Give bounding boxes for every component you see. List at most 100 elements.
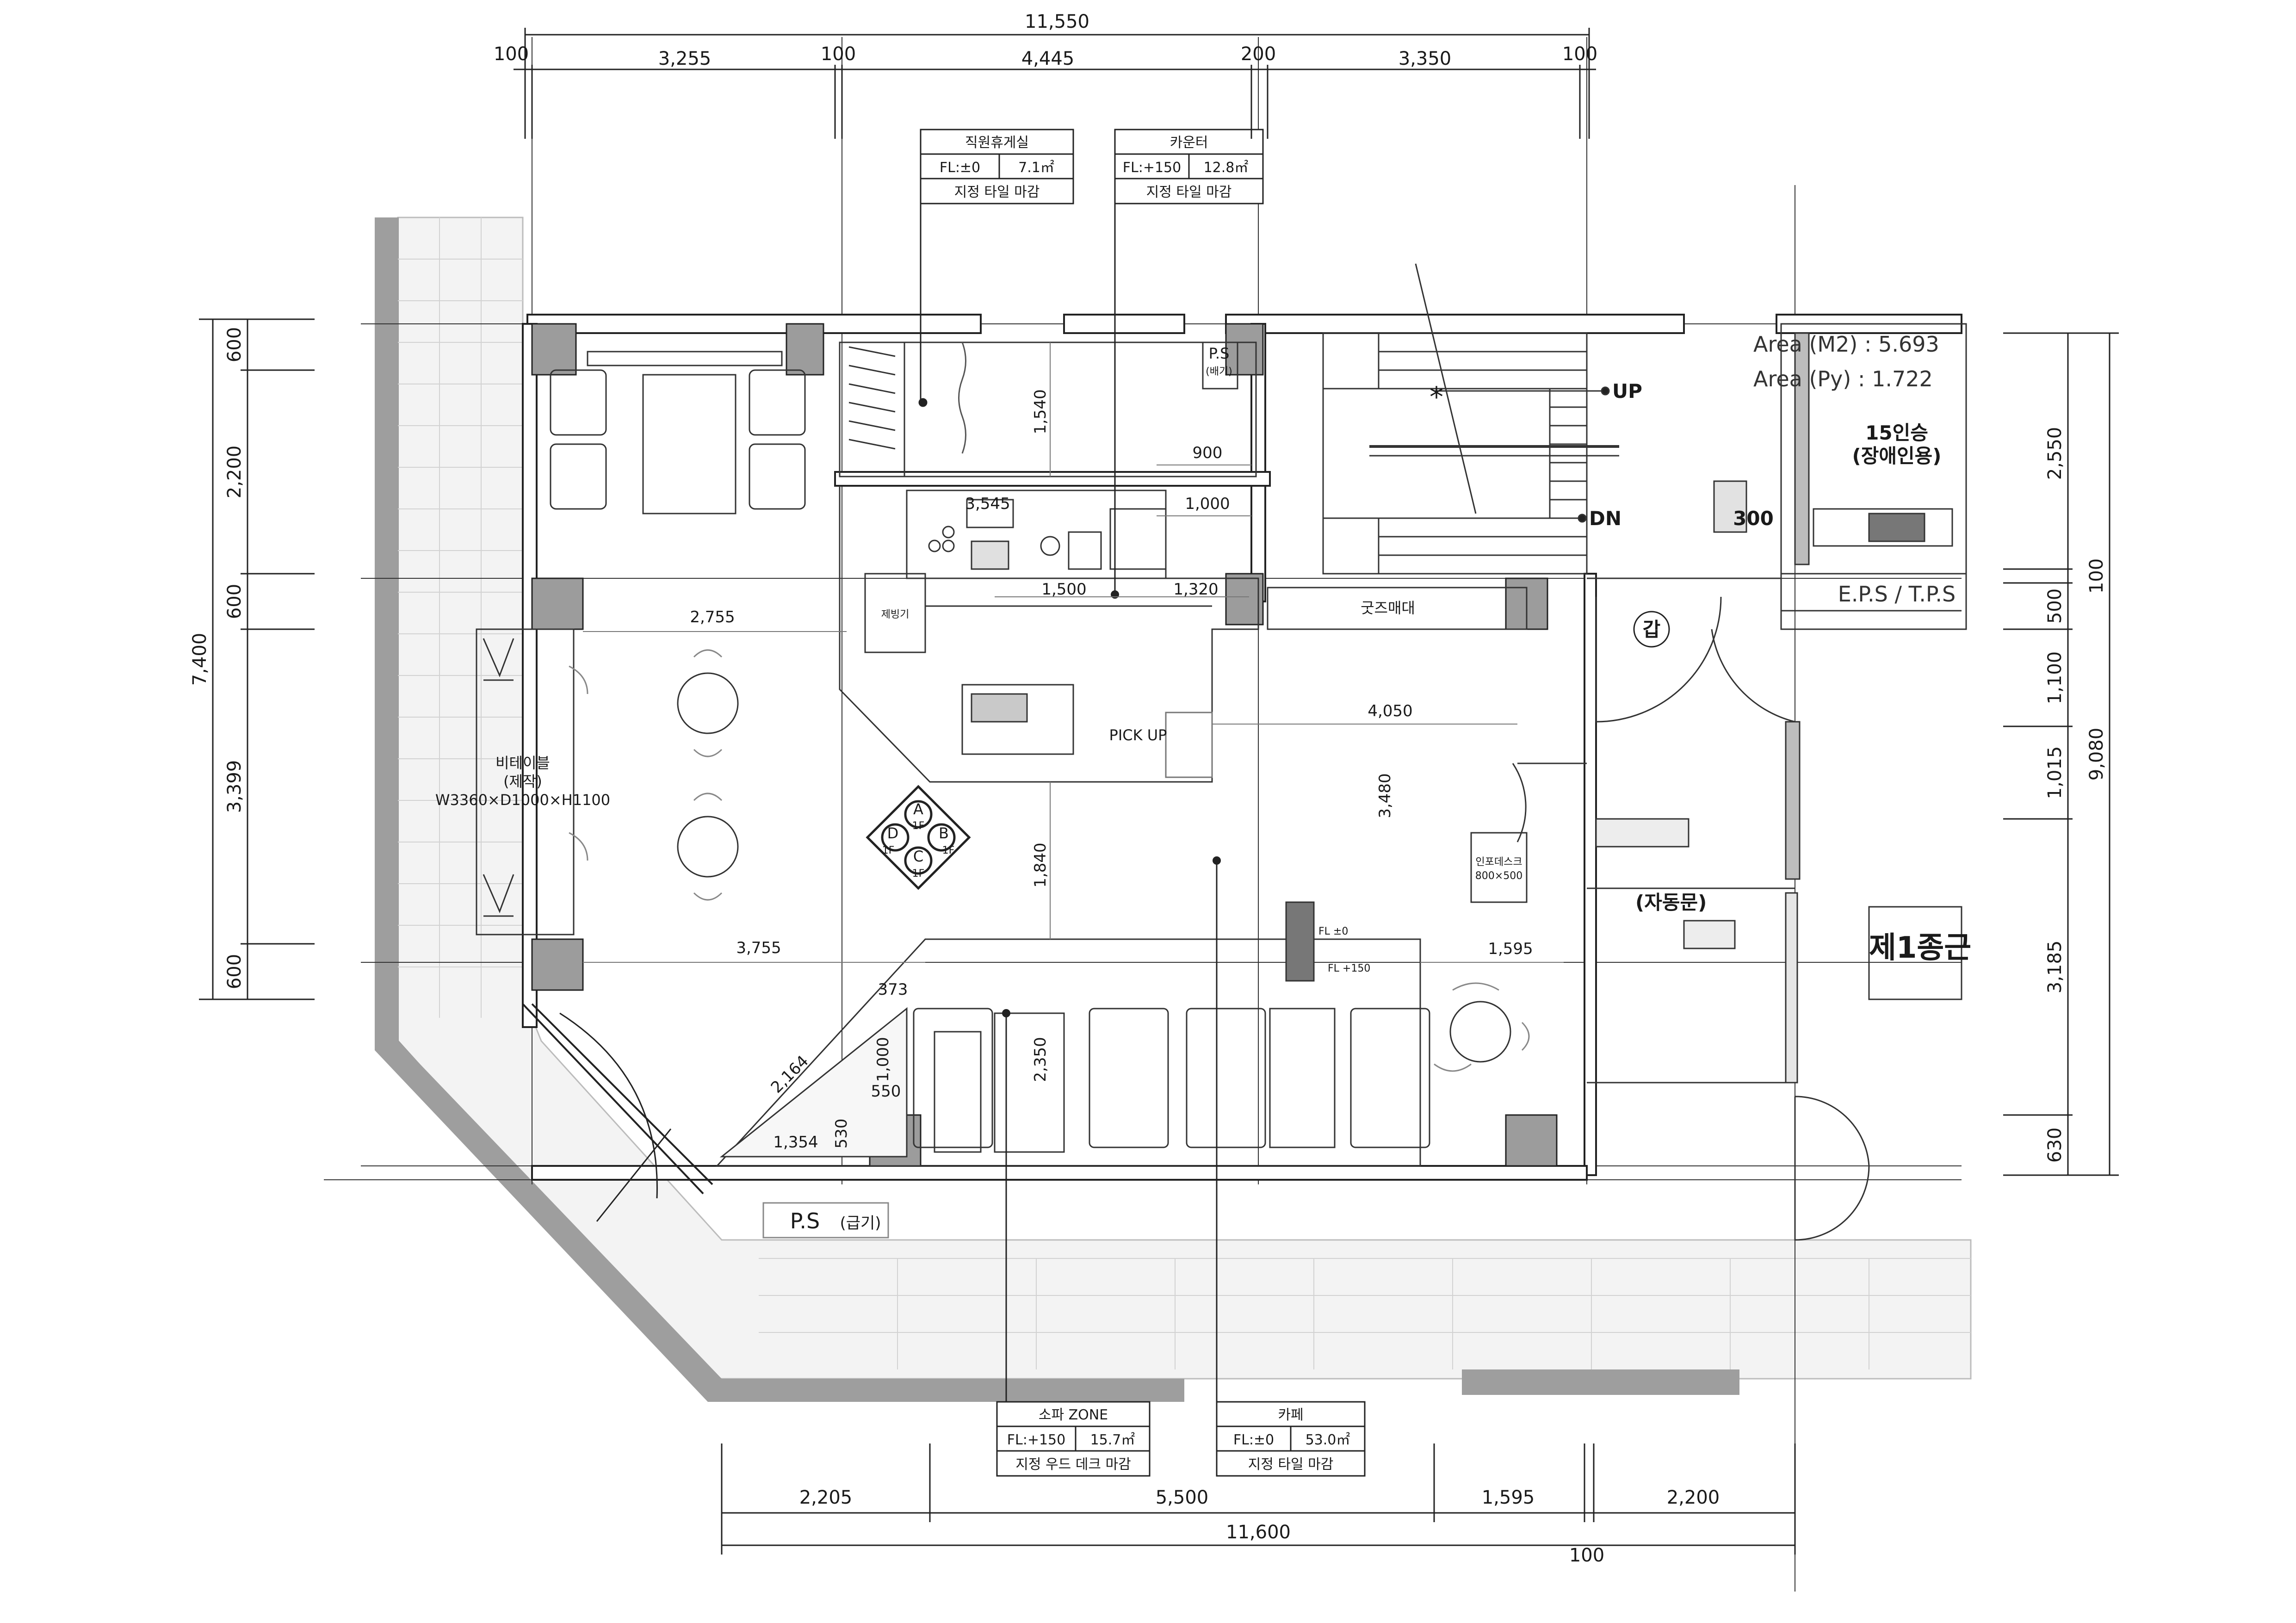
dim-3545: 3,545 xyxy=(965,495,1010,513)
section-marker xyxy=(866,785,971,890)
bar-table-sub-label: (제작) xyxy=(503,773,542,790)
right-dim-1: 2,550 xyxy=(2044,427,2066,480)
elevator-shaft xyxy=(1587,323,1967,630)
dim-550: 550 xyxy=(871,1082,901,1101)
section-marker-a: A xyxy=(913,800,923,818)
dim-3755: 3,755 xyxy=(736,939,781,957)
lounge-seating xyxy=(550,351,806,514)
bottom-dim-4: 2,200 xyxy=(1667,1487,1720,1508)
dim-1540: 1,540 xyxy=(1031,389,1050,434)
right-total-dim: 9,080 xyxy=(2086,728,2107,781)
section-marker-d: D xyxy=(887,824,899,842)
bottom-extra-dim: 100 xyxy=(1569,1545,1604,1566)
ps-exhaust-label: P.S xyxy=(1209,345,1230,362)
stair-down-label: DN xyxy=(1589,507,1621,530)
info-desk xyxy=(1470,832,1528,903)
cafe-finish: 지정 타일 마감 xyxy=(1248,1456,1334,1473)
eps-tps-label: E.P.S / T.P.S xyxy=(1838,582,1956,607)
room-tag-leaders xyxy=(920,199,1218,1402)
section-marker-b: B xyxy=(939,824,949,842)
top-dim-1: 100 xyxy=(494,43,529,65)
staff-lounge-finish: 지정 타일 마감 xyxy=(954,184,1040,200)
stairwell xyxy=(1322,263,1619,575)
right-dimension-lines xyxy=(2003,332,2119,1176)
left-dim-4: 3,399 xyxy=(224,760,245,813)
bottom-dim-2: 5,500 xyxy=(1156,1487,1209,1508)
walls xyxy=(522,314,1962,1181)
gap-marker-circle xyxy=(1633,611,1670,648)
top-total-dim: 11,550 xyxy=(1025,11,1089,32)
info-desk-size-label: 800×500 xyxy=(1475,870,1522,882)
staff-lounge xyxy=(839,341,1257,477)
floor-level-150-label: FL +150 xyxy=(1328,963,1370,974)
sofa-zone-area: 15.7㎡ xyxy=(1090,1432,1135,1448)
counter-fl: FL:+150 xyxy=(1123,160,1181,176)
floor-level-zero-label: FL ±0 xyxy=(1318,926,1348,937)
sofa-zone-fl: FL:+150 xyxy=(1007,1432,1065,1448)
room-tag-counter: 카운터 FL:+150 12.8㎡ 지정 타일 마감 xyxy=(1114,129,1264,204)
ice-machine-label: 제빙기 xyxy=(881,609,910,620)
interior-dimension-lines xyxy=(583,342,1564,963)
left-dim-1: 600 xyxy=(224,327,245,362)
right-dim-2: 100 xyxy=(2086,558,2107,594)
left-dim-5: 600 xyxy=(224,954,245,989)
cafe-name: 카페 xyxy=(1278,1407,1303,1423)
dim-2350: 2,350 xyxy=(1031,1037,1050,1082)
dim-2755: 2,755 xyxy=(690,608,735,626)
area-m2-label: Area (M2) : 5.693 xyxy=(1753,332,1939,357)
bottom-dim-1: 2,205 xyxy=(799,1487,853,1508)
counter-name: 카운터 xyxy=(1170,135,1208,151)
stair-break-icon: ⁎ xyxy=(1430,372,1443,405)
top-dim-6: 3,350 xyxy=(1399,48,1452,69)
stair-up-label: UP xyxy=(1612,380,1642,403)
staff-lounge-fl: FL:±0 xyxy=(940,160,980,176)
right-dim-3: 500 xyxy=(2044,588,2066,624)
right-dim-5: 1,015 xyxy=(2044,746,2066,799)
pickup-label: PICK UP xyxy=(1109,726,1167,744)
left-dim-2: 2,200 xyxy=(224,446,245,499)
room-tag-dots xyxy=(919,398,1221,1017)
elevator-accessible-label: (장애인용) xyxy=(1852,445,1942,467)
dim-1500: 1,500 xyxy=(1041,580,1086,599)
cafe-tables xyxy=(569,649,1530,1072)
dim-1595: 1,595 xyxy=(1488,940,1533,958)
ps-exhaust-sub-label: (배기) xyxy=(1206,366,1232,378)
left-dimension-lines xyxy=(199,318,315,1000)
section-marker-floor-b: 1F xyxy=(942,845,955,856)
counter-area-value: 12.8㎡ xyxy=(1204,160,1249,176)
sofa-zone-name: 소파 ZONE xyxy=(1039,1407,1108,1423)
dim-900: 900 xyxy=(1193,444,1223,462)
top-dim-5: 200 xyxy=(1241,43,1276,65)
dim-1840: 1,840 xyxy=(1031,842,1050,887)
dim-1000: 1,000 xyxy=(1185,495,1230,513)
dim-3480: 3,480 xyxy=(1376,773,1394,818)
right-dim-4: 1,100 xyxy=(2044,651,2066,705)
bar-table-label: 비테이블 xyxy=(495,754,550,772)
curb-shadow xyxy=(375,217,1739,1402)
pavement-grid xyxy=(398,217,1971,1369)
sidewalk-pavement xyxy=(378,217,1972,1380)
staff-lounge-name: 직원휴게실 xyxy=(965,135,1029,151)
sofa-zone-finish: 지정 우드 데크 마감 xyxy=(1015,1456,1131,1473)
bottom-dim-3: 1,595 xyxy=(1482,1487,1535,1508)
section-marker-floor-d: 1F xyxy=(882,845,895,856)
dim-4050: 4,050 xyxy=(1368,702,1412,720)
area-py-label: Area (Py) : 1.722 xyxy=(1753,366,1933,391)
dim-1354: 1,354 xyxy=(773,1133,818,1152)
bar-table xyxy=(476,628,575,935)
staff-lounge-area: 7.1㎡ xyxy=(1018,160,1054,176)
cafe-area: 53.0㎡ xyxy=(1306,1432,1350,1448)
curved-entrance-facade xyxy=(522,1003,713,1222)
room-tag-staff-lounge: 직원휴게실 FL:±0 7.1㎡ 지정 타일 마감 xyxy=(920,129,1074,204)
class1-label: 제1종근 xyxy=(1869,931,1971,965)
ps-supply-label: P.S xyxy=(790,1208,820,1233)
bottom-total-dim: 11,600 xyxy=(1226,1522,1291,1543)
ps-supply-sub-label: (급기) xyxy=(840,1214,881,1233)
goods-counter-label: 굿즈매대 xyxy=(1361,599,1415,617)
right-dim-6: 3,185 xyxy=(2044,941,2066,994)
dim-1000-deck: 1,000 xyxy=(874,1037,892,1082)
bottom-dimension-lines xyxy=(721,1443,1796,1555)
room-tag-sofa-zone: 소파 ZONE FL:+150 15.7㎡ 지정 우드 데크 마감 xyxy=(996,1401,1151,1477)
counter-finish: 지정 타일 마감 xyxy=(1146,184,1232,200)
lobby-doors xyxy=(1512,596,1962,1241)
